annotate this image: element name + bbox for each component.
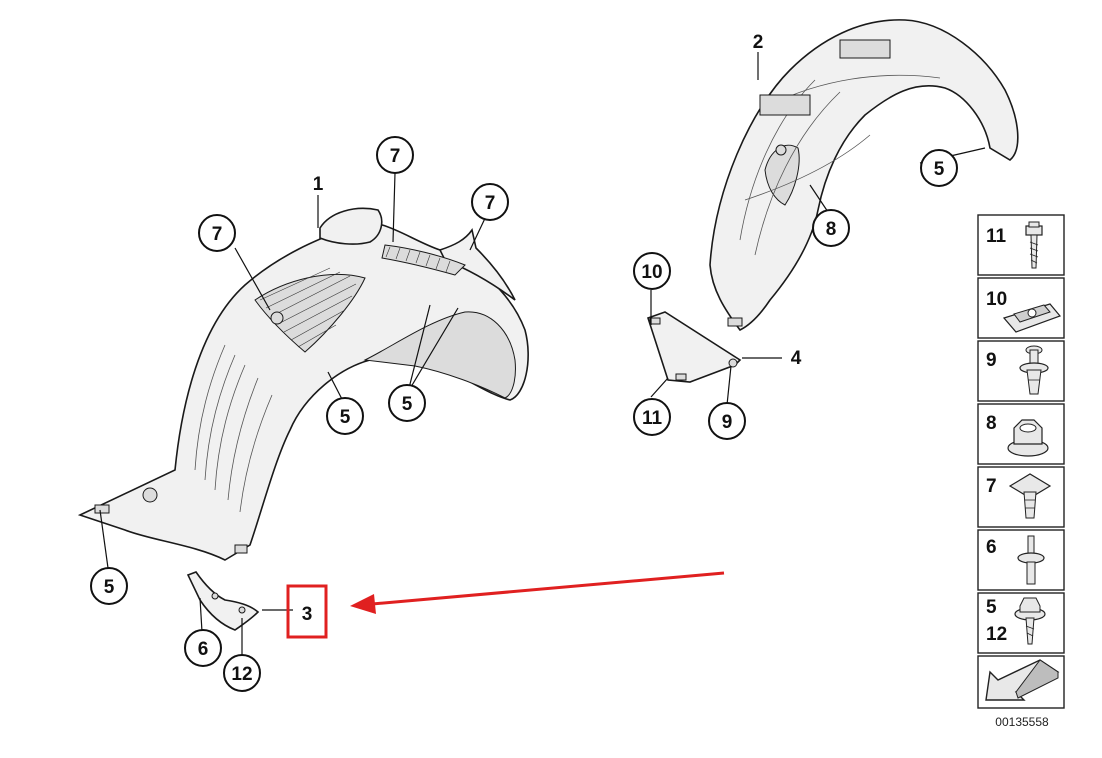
svg-text:9: 9 [986, 350, 997, 371]
callout-6: 6 [184, 629, 222, 667]
liner-clip-hole [775, 144, 787, 156]
svg-text:7: 7 [212, 224, 223, 245]
legend-row-8: 8 [977, 403, 1065, 465]
leader-lines [99, 52, 986, 655]
trim-piece [186, 571, 260, 631]
callout-10: 10 [633, 252, 671, 290]
liner-tab [727, 317, 743, 327]
liner-panel-rect [839, 39, 891, 59]
callout-7a: 7 [198, 214, 236, 252]
legend-direction-box [977, 655, 1065, 709]
bracket-tab [649, 317, 661, 325]
part-label-4: 4 [791, 348, 802, 369]
callout-5d: 5 [920, 149, 958, 187]
svg-text:5: 5 [340, 407, 351, 428]
part-label-1: 1 [313, 174, 324, 195]
liner-tab [234, 544, 248, 554]
part-label-3: 3 [302, 604, 313, 625]
bracket-tab [675, 373, 687, 381]
svg-text:5: 5 [104, 577, 115, 598]
highlight-part-3: 3 [286, 584, 328, 639]
expansion-rivet-icon [1019, 345, 1049, 395]
svg-text:9: 9 [722, 412, 733, 433]
svg-text:7: 7 [986, 476, 997, 497]
svg-text:12: 12 [986, 624, 1007, 645]
flange-screw-icon [1014, 597, 1046, 645]
screw-icon [1025, 221, 1043, 269]
pin-rivet-icon [1017, 535, 1045, 585]
part-label-2: 2 [753, 32, 764, 53]
callout-7b: 7 [376, 136, 414, 174]
wheel-arch-liner-front [77, 207, 529, 561]
svg-text:6: 6 [986, 537, 997, 558]
legend-row-7: 7 [977, 466, 1065, 528]
callout-9: 9 [708, 402, 746, 440]
svg-text:5: 5 [986, 597, 997, 618]
callout-12: 12 [223, 654, 261, 692]
clip-nut-icon [1002, 303, 1062, 333]
svg-text:10: 10 [641, 262, 662, 283]
hex-nut-icon [1007, 419, 1049, 457]
legend-row-6: 6 [977, 529, 1065, 591]
liner-hatched-panel [254, 244, 466, 353]
svg-text:8: 8 [986, 413, 997, 434]
liner-panel-rect [759, 94, 811, 116]
wheel-arch-liner-rear [709, 19, 1019, 332]
callout-7c: 7 [471, 183, 509, 221]
callout-5c: 5 [90, 567, 128, 605]
svg-text:12: 12 [231, 664, 252, 685]
trim-hole [211, 592, 219, 600]
part-labels: 1 2 4 [313, 32, 802, 369]
highlight-arrow [350, 571, 725, 614]
fastener-legend: 11 10 9 [977, 214, 1065, 729]
legend-row-10: 10 [977, 277, 1065, 339]
svg-text:5: 5 [934, 159, 945, 180]
legend-row-9: 9 [977, 340, 1065, 402]
legend-row-5-12: 5 12 [977, 592, 1065, 654]
callout-5b: 5 [388, 384, 426, 422]
svg-text:8: 8 [826, 219, 837, 240]
liner-clip-hole [270, 311, 284, 325]
callout-8: 8 [812, 209, 850, 247]
callout-11: 11 [633, 398, 671, 436]
highlight-box [286, 584, 328, 639]
svg-text:7: 7 [485, 193, 496, 214]
bracket-hole [728, 358, 738, 368]
svg-text:11: 11 [986, 226, 1007, 247]
svg-text:7: 7 [390, 146, 401, 167]
svg-text:11: 11 [642, 408, 663, 429]
bracket-plate [646, 311, 742, 383]
callout-5a: 5 [326, 397, 364, 435]
svg-text:10: 10 [986, 289, 1007, 310]
svg-text:5: 5 [402, 394, 413, 415]
figure-id: 00135558 [995, 715, 1049, 729]
trim-hole [238, 606, 246, 614]
liner-tab [94, 504, 110, 514]
direction-arrow-icon [985, 659, 1060, 701]
svg-text:6: 6 [198, 639, 209, 660]
liner-clip-hole [142, 487, 158, 503]
clip-nut-square-icon [1008, 473, 1052, 519]
legend-row-11: 11 [977, 214, 1065, 276]
